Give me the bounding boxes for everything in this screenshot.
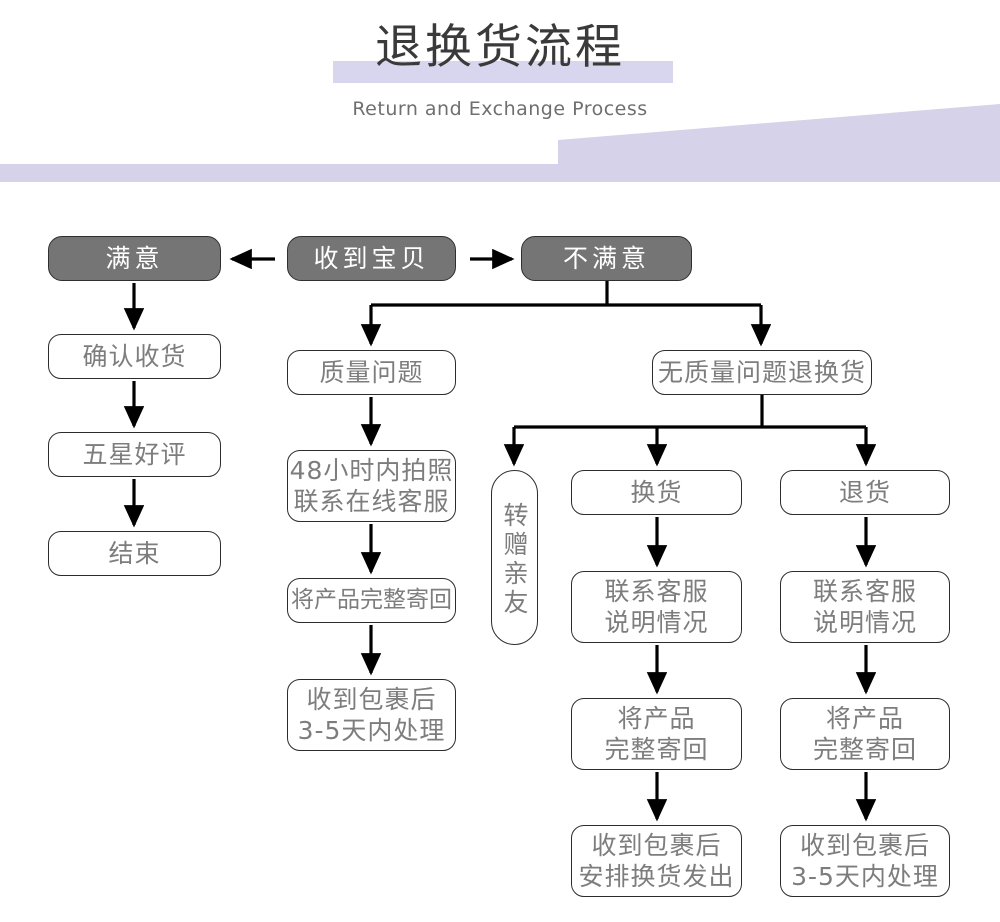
node-received[interactable]: 收到宝贝 xyxy=(287,236,456,281)
node-contact-support-return[interactable]: 联系客服 说明情况 xyxy=(780,571,950,643)
node-contact-support-exchange[interactable]: 联系客服 说明情况 xyxy=(571,571,742,643)
page-title: 退换货流程 xyxy=(375,20,625,75)
node-photo-within-48h[interactable]: 48小时内拍照 联系在线客服 xyxy=(287,450,456,522)
node-unsatisfied[interactable]: 不满意 xyxy=(521,236,692,281)
node-confirm-receipt[interactable]: 确认收货 xyxy=(48,334,221,379)
node-no-quality-issue-return[interactable]: 无质量问题退换货 xyxy=(652,350,872,395)
node-gift-to-friend[interactable]: 转赠亲友 xyxy=(491,470,538,645)
node-five-star-review[interactable]: 五星好评 xyxy=(48,432,221,477)
node-ship-exchange-after-receipt[interactable]: 收到包裹后 安排换货发出 xyxy=(571,825,742,897)
header-band-decoration xyxy=(0,164,1000,182)
page-subtitle: Return and Exchange Process xyxy=(352,98,648,120)
page-header: 退换货流程 Return and Exchange Process xyxy=(0,0,1000,182)
node-send-product-back-return[interactable]: 将产品 完整寄回 xyxy=(780,698,950,770)
node-exchange[interactable]: 换货 xyxy=(571,470,742,515)
node-send-product-back-quality[interactable]: 将产品完整寄回 xyxy=(287,578,456,623)
node-process-3-5-days-return[interactable]: 收到包裹后 3-5天内处理 xyxy=(780,825,950,897)
node-end[interactable]: 结束 xyxy=(48,531,221,576)
node-return[interactable]: 退货 xyxy=(780,470,950,515)
title-highlight-bar xyxy=(333,61,673,83)
node-send-product-back-exchange[interactable]: 将产品 完整寄回 xyxy=(571,698,742,770)
node-process-3-5-days-quality[interactable]: 收到包裹后 3-5天内处理 xyxy=(287,679,456,751)
node-quality-issue[interactable]: 质量问题 xyxy=(287,350,456,395)
node-satisfied[interactable]: 满意 xyxy=(48,236,221,281)
